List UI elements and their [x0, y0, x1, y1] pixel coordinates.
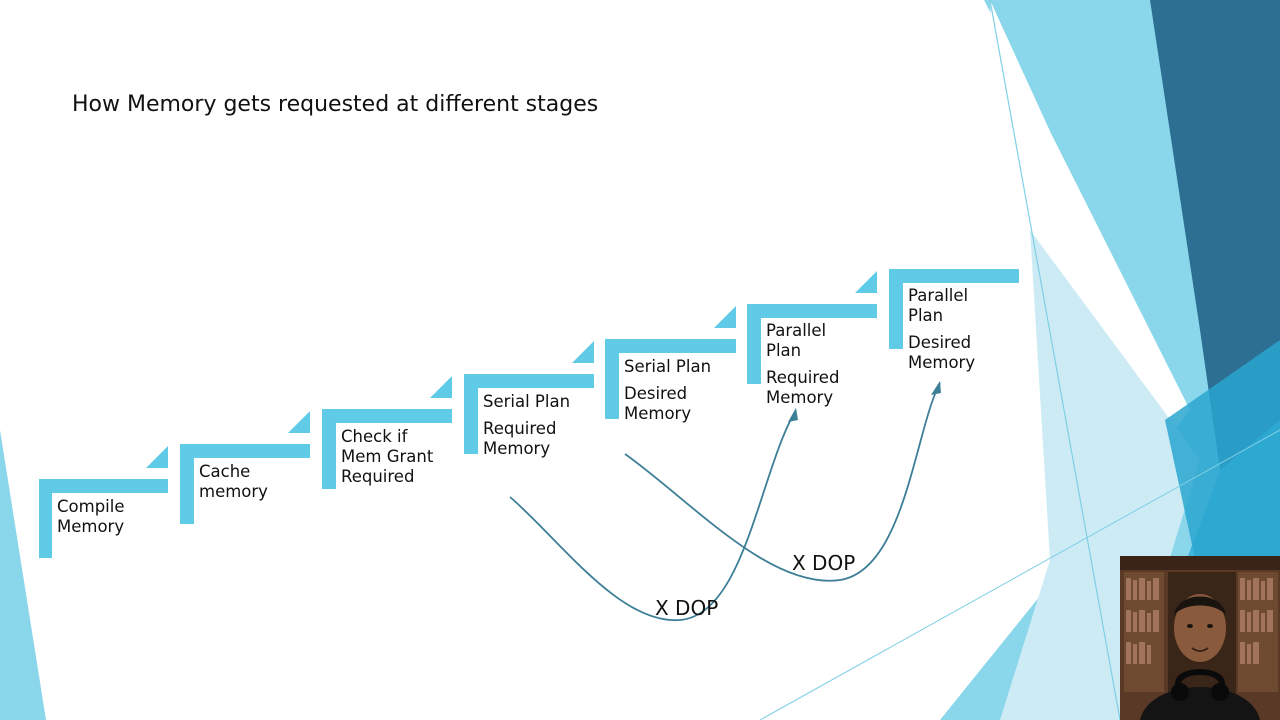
step-label-parallel-required: Parallel Plan Required Memory [766, 321, 840, 407]
dop-arrow-1-head [788, 408, 798, 422]
step-shape-3 [322, 376, 452, 489]
step-shape-2 [180, 411, 310, 524]
dop-arrow-2-head [931, 381, 941, 395]
step-label-compile-memory: Compile Memory [57, 497, 125, 536]
presenter-image [1120, 556, 1280, 720]
step-label-parallel-desired: Parallel Plan Desired Memory [908, 286, 976, 372]
bg-line-1 [989, 0, 1121, 720]
step-label-serial-required: Serial Plan Required Memory [483, 392, 571, 458]
bg-line-2 [759, 429, 1280, 720]
presenter-webcam [1120, 556, 1280, 720]
step-shape-5 [605, 306, 736, 419]
step-shape-4 [464, 341, 594, 454]
dop-arrow-1 [509, 409, 797, 621]
dop-label-2: X DOP [792, 551, 856, 575]
step-label-serial-desired: Serial Plan Desired Memory [624, 357, 712, 423]
bg-white-wedge [990, 0, 1070, 330]
step-shape-7 [889, 269, 1019, 349]
step-shape-6 [747, 271, 877, 384]
dop-label-1: X DOP [655, 596, 719, 620]
slide-title: How Memory gets requested at different s… [72, 92, 599, 117]
bg-left-sliver [0, 430, 46, 720]
bg-dark-panel [1150, 0, 1280, 470]
step-label-cache-memory: Cache memory [199, 462, 268, 501]
step-shape-1 [39, 446, 168, 558]
step-label-check-mem-grant: Check if Mem Grant Required [341, 427, 434, 486]
dop-arrow-2 [624, 382, 941, 582]
